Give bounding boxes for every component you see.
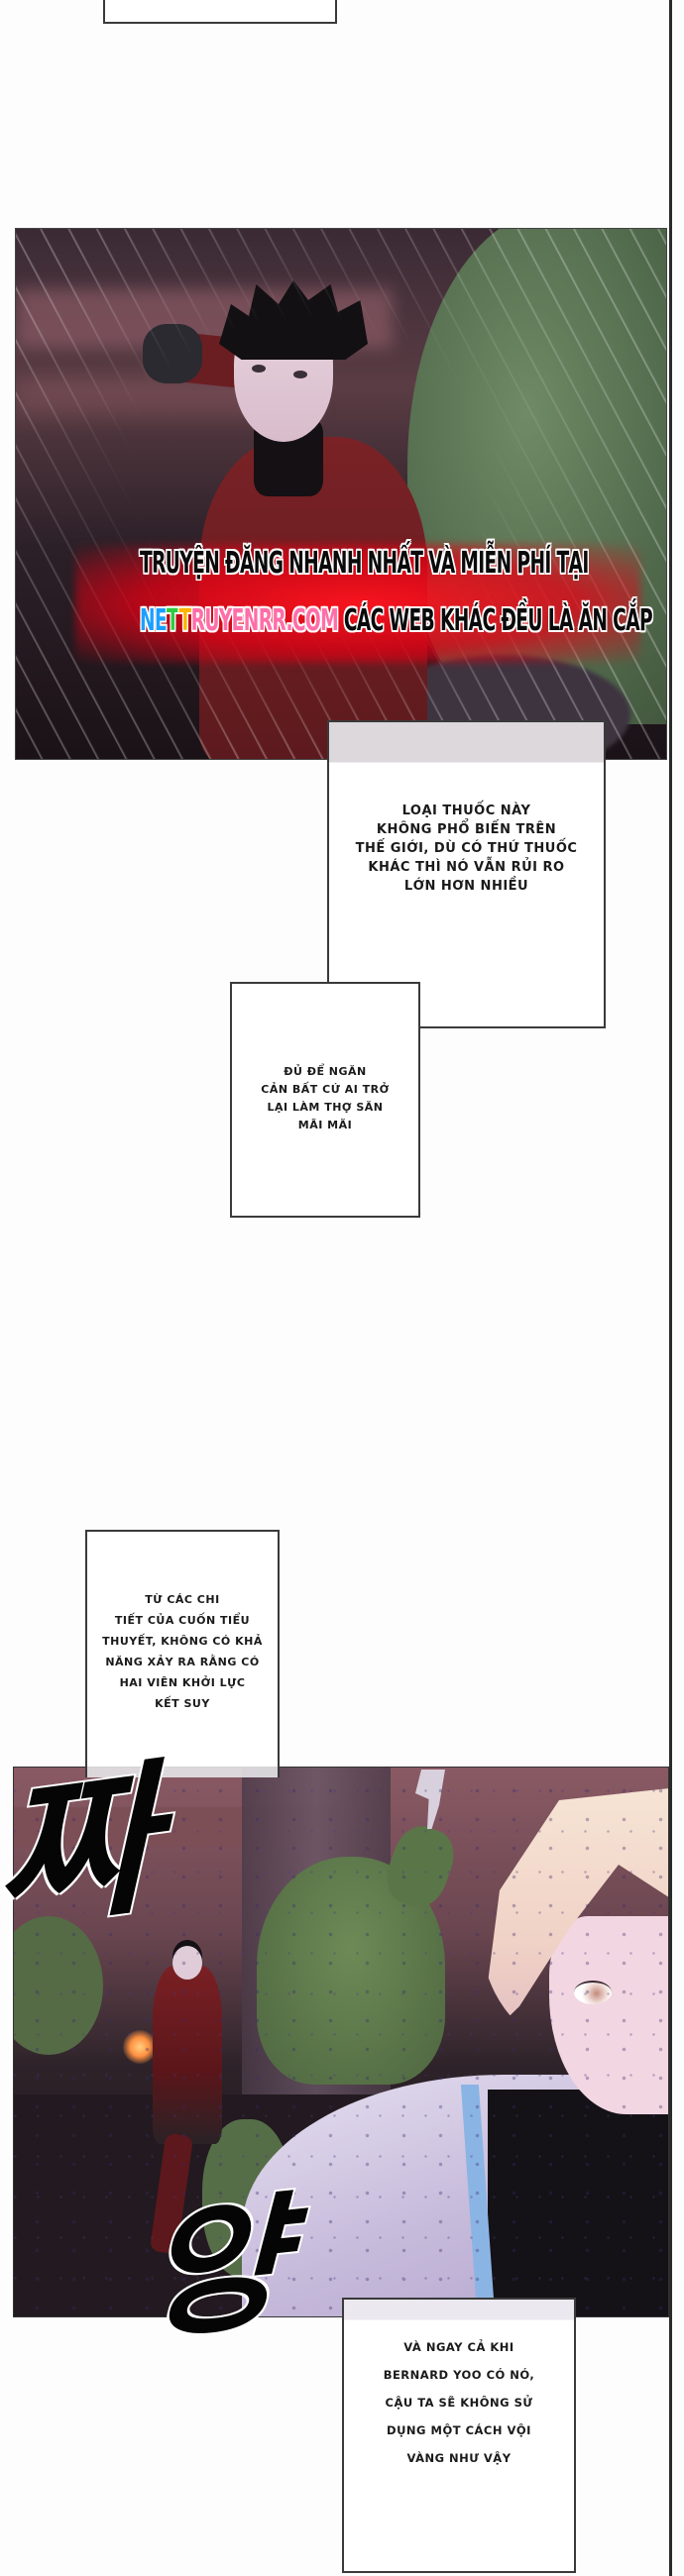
panel-2-goblin-fight <box>13 1767 669 2317</box>
watermark-line-2: NETTRUYENRR.COM CÁC WEB KHÁC ĐỀU LÀ ĂN C… <box>140 603 653 638</box>
caption-box-partial-top <box>103 0 337 24</box>
panel-1-hunter-punch: TRUYỆN ĐĂNG NHANH NHẤT VÀ MIỄN PHÍ TẠI N… <box>15 228 667 760</box>
blonde-character-eye <box>574 1981 612 2004</box>
character-gloved-fist <box>143 324 202 383</box>
torch-light-2 <box>123 2030 157 2064</box>
hunter-head <box>172 1946 202 1980</box>
red-armored-hunter <box>153 1966 222 2144</box>
watermark-line-1: TRUYỆN ĐĂNG NHANH NHẤT VÀ MIỄN PHÍ TẠI <box>140 546 589 581</box>
caption-4-text: VÀ NGAY CẢ KHI BERNARD YOO CÓ NÓ, CẬU TA… <box>383 2340 535 2465</box>
caption-1-text: LOẠI THUỐC NÀY KHÔNG PHỔ BIẾN TRÊN THẾ G… <box>355 804 578 894</box>
goblin-left <box>14 1916 103 2055</box>
eye-right <box>293 371 307 378</box>
blood-spatter-effect <box>14 1768 668 2316</box>
watermark-line-2-text: CÁC WEB KHÁC ĐỀU LÀ ĂN CẮP <box>337 603 653 638</box>
caption-box-2: ĐỦ ĐỂ NGĂN CẢN BẤT CỨ AI TRỞ LẠI LÀM THỢ… <box>230 982 420 1218</box>
eye-left <box>252 365 266 373</box>
caption-box-4: VÀ NGAY CẢ KHI BERNARD YOO CÓ NÓ, CẬU TA… <box>342 2298 576 2573</box>
caption-3-text: TỪ CÁC CHI TIẾT CỦA CUỐN TIỂU THUYẾT, KH… <box>102 1593 263 1710</box>
blonde-character-inner-shirt <box>488 2090 668 2316</box>
caption-box-1-bottom-edge <box>419 1026 606 1028</box>
watermark-red-glow <box>75 544 640 663</box>
caption-box-1: LOẠI THUỐC NÀY KHÔNG PHỔ BIẾN TRÊN THẾ G… <box>327 720 606 1028</box>
caption-box-3-overlap <box>85 1767 280 1777</box>
speed-lines-effect <box>16 229 666 759</box>
watermark-site-link[interactable]: NETTRUYENRR.COM <box>140 603 339 638</box>
caption-2-text: ĐỦ ĐỂ NGĂN CẢN BẤT CỨ AI TRỞ LẠI LÀM THỢ… <box>261 1065 390 1131</box>
page-right-border <box>669 0 672 2576</box>
caption-box-3: TỪ CÁC CHI TIẾT CỦA CUỐN TIỂU THUYẾT, KH… <box>85 1530 280 1777</box>
